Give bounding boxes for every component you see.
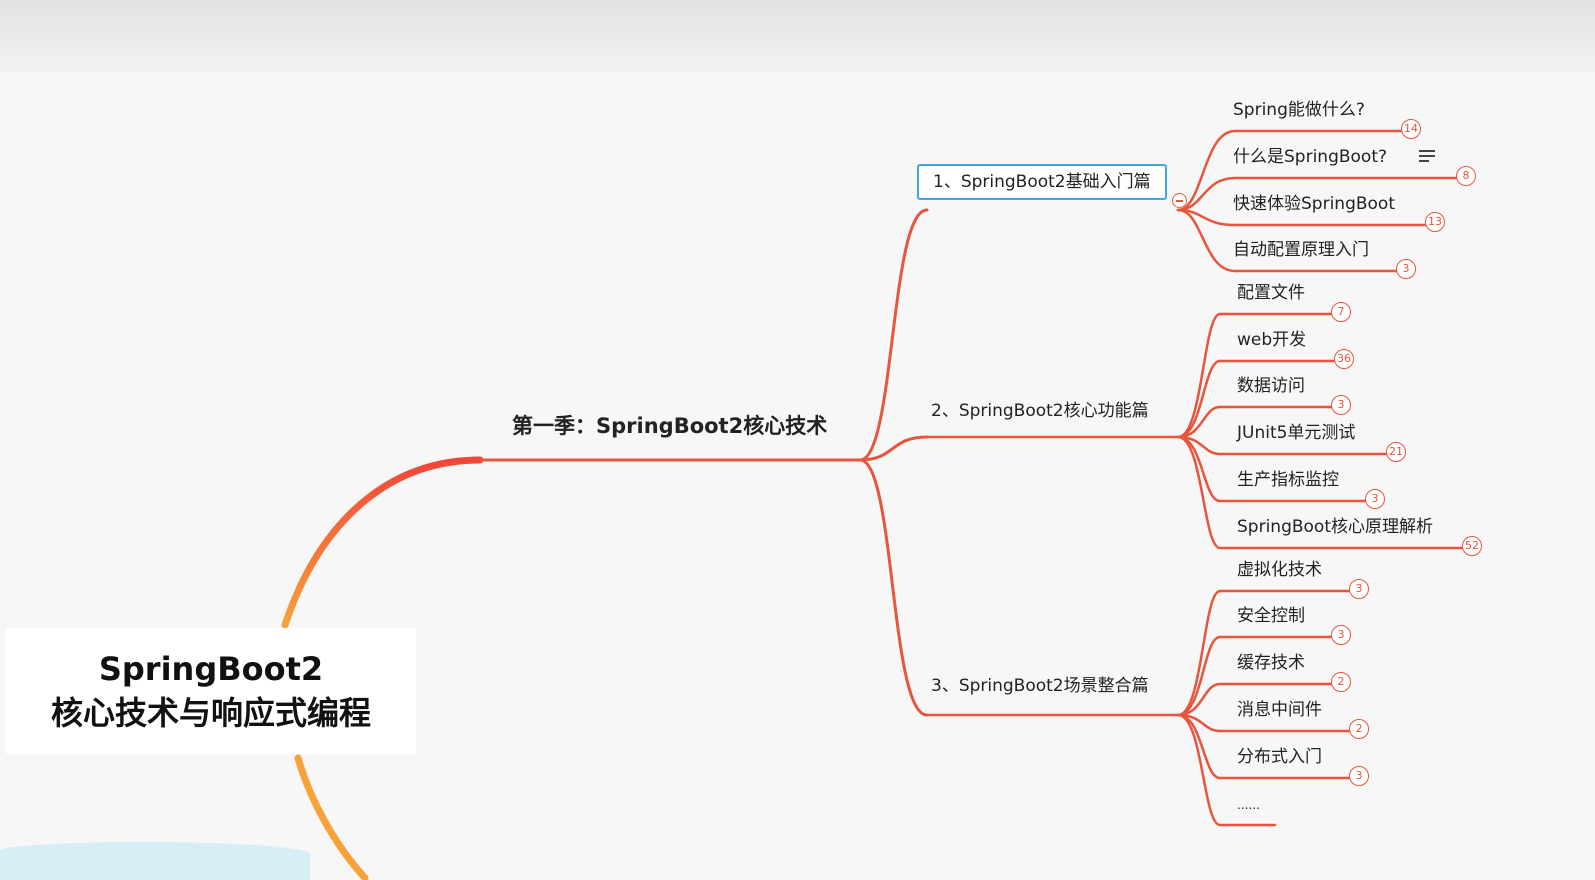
topic-what-is-springboot[interactable]: 什么是SpringBoot?: [1233, 147, 1388, 167]
connector-line: [858, 458, 929, 717]
topic-metrics-monitoring[interactable]: 生产指标监控: [1237, 470, 1339, 490]
topic-virtualization[interactable]: 虚拟化技术: [1237, 560, 1322, 580]
count-badge[interactable]: 7: [1331, 302, 1351, 322]
connector-line: [1176, 713, 1222, 827]
branch-basics[interactable]: 1、SpringBoot2基础入门篇: [917, 164, 1167, 200]
note-lines-icon[interactable]: [1419, 150, 1435, 164]
central-topic[interactable]: 第一季：SpringBoot2核心技术: [512, 414, 828, 438]
connector-line: [1176, 359, 1222, 439]
topic-core-principles[interactable]: SpringBoot核心原理解析: [1237, 517, 1433, 537]
connector-line: [1176, 435, 1222, 550]
count-badge[interactable]: 3: [1349, 766, 1369, 786]
decorative-wave: [0, 842, 310, 880]
count-badge[interactable]: 52: [1462, 536, 1482, 556]
branch-core-features[interactable]: 2、SpringBoot2核心功能篇: [931, 401, 1149, 421]
connector-line: [1176, 713, 1222, 780]
count-badge[interactable]: 3: [1331, 395, 1351, 415]
count-badge[interactable]: 2: [1331, 672, 1351, 692]
topic-caching[interactable]: 缓存技术: [1237, 653, 1305, 673]
collapse-toggle-icon[interactable]: [1172, 193, 1187, 208]
connector-line: [1176, 635, 1222, 717]
connector-line: [858, 435, 929, 462]
topic-security[interactable]: 安全控制: [1237, 606, 1305, 626]
connector-line: [858, 208, 929, 462]
connector-line: [294, 754, 369, 880]
connector-line: [1176, 435, 1222, 503]
connector-line: [1176, 129, 1237, 212]
topic-more[interactable]: ......: [1237, 798, 1260, 812]
count-badge[interactable]: 2: [1349, 719, 1369, 739]
topic-messaging[interactable]: 消息中间件: [1237, 700, 1322, 720]
connector-line: [1176, 176, 1237, 212]
connector-line: [1176, 589, 1222, 717]
branch-integration[interactable]: 3、SpringBoot2场景整合篇: [931, 676, 1149, 696]
topic-config-files[interactable]: 配置文件: [1237, 283, 1305, 303]
topic-distributed[interactable]: 分布式入门: [1237, 747, 1322, 767]
topic-data-access[interactable]: 数据访问: [1237, 376, 1305, 396]
count-badge[interactable]: 3: [1331, 625, 1351, 645]
top-band: [0, 0, 1595, 72]
count-badge[interactable]: 3: [1396, 259, 1416, 279]
count-badge[interactable]: 13: [1425, 212, 1445, 232]
connector-line: [1176, 405, 1222, 439]
topic-junit5[interactable]: JUnit5单元测试: [1237, 423, 1356, 443]
count-badge[interactable]: 21: [1386, 442, 1406, 462]
root-topic[interactable]: SpringBoot2 核心技术与响应式编程: [6, 628, 416, 754]
topic-autoconfig-intro[interactable]: 自动配置原理入门: [1233, 240, 1369, 260]
connector-line: [281, 456, 484, 629]
root-title-line2: 核心技术与响应式编程: [50, 694, 371, 732]
topic-spring-capabilities[interactable]: Spring能做什么?: [1233, 100, 1365, 120]
count-badge[interactable]: 36: [1334, 349, 1354, 369]
count-badge[interactable]: 14: [1401, 119, 1421, 139]
count-badge[interactable]: 3: [1349, 579, 1369, 599]
count-badge[interactable]: 3: [1365, 489, 1385, 509]
count-badge[interactable]: 8: [1456, 166, 1476, 186]
topic-quick-start[interactable]: 快速体验SpringBoot: [1233, 194, 1395, 214]
connector-line: [1176, 682, 1222, 717]
connector-line: [1176, 208, 1237, 273]
root-title-line1: SpringBoot2: [98, 650, 324, 688]
connector-line: [1176, 312, 1222, 439]
topic-web-dev[interactable]: web开发: [1237, 330, 1307, 350]
